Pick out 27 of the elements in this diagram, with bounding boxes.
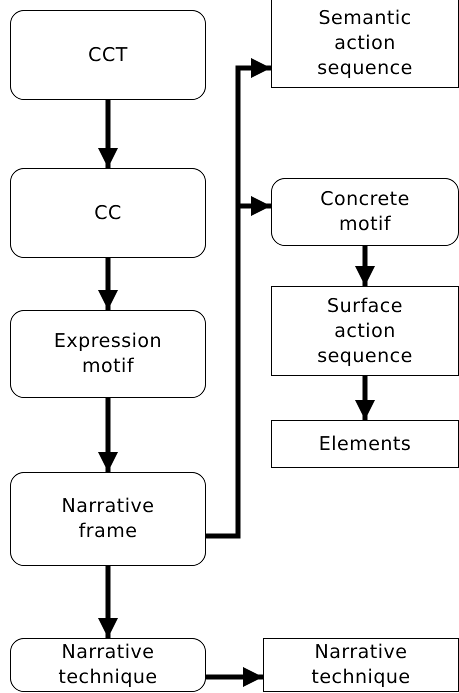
node-label: Surface action sequence bbox=[316, 294, 414, 368]
node-label: Elements bbox=[318, 432, 412, 456]
arrow bbox=[355, 246, 375, 286]
node-label: Concrete motif bbox=[319, 187, 411, 237]
process-box bbox=[263, 638, 459, 692]
node-label: Expression motif bbox=[52, 329, 164, 379]
node-label: Semantic action sequence bbox=[316, 6, 414, 80]
node-label: Narrative frame bbox=[60, 494, 156, 544]
arrow bbox=[98, 258, 118, 310]
node-label: Narrative technique bbox=[310, 640, 412, 690]
arrow bbox=[206, 667, 263, 687]
node-label: CCT bbox=[88, 42, 128, 68]
rounded-box bbox=[10, 638, 206, 692]
arrow bbox=[98, 398, 118, 472]
process-box bbox=[271, 420, 459, 468]
arrow bbox=[98, 566, 118, 638]
node-label: Narrative technique bbox=[57, 640, 159, 690]
arrow bbox=[355, 376, 375, 420]
node-label: CC bbox=[94, 200, 122, 226]
arrow bbox=[98, 100, 118, 168]
rounded-box bbox=[10, 472, 206, 566]
process-box bbox=[271, 286, 459, 376]
process-box bbox=[271, 0, 459, 88]
rounded-box bbox=[271, 178, 459, 246]
rounded-box bbox=[10, 168, 206, 258]
rounded-box bbox=[10, 310, 206, 398]
rounded-box bbox=[10, 10, 206, 100]
